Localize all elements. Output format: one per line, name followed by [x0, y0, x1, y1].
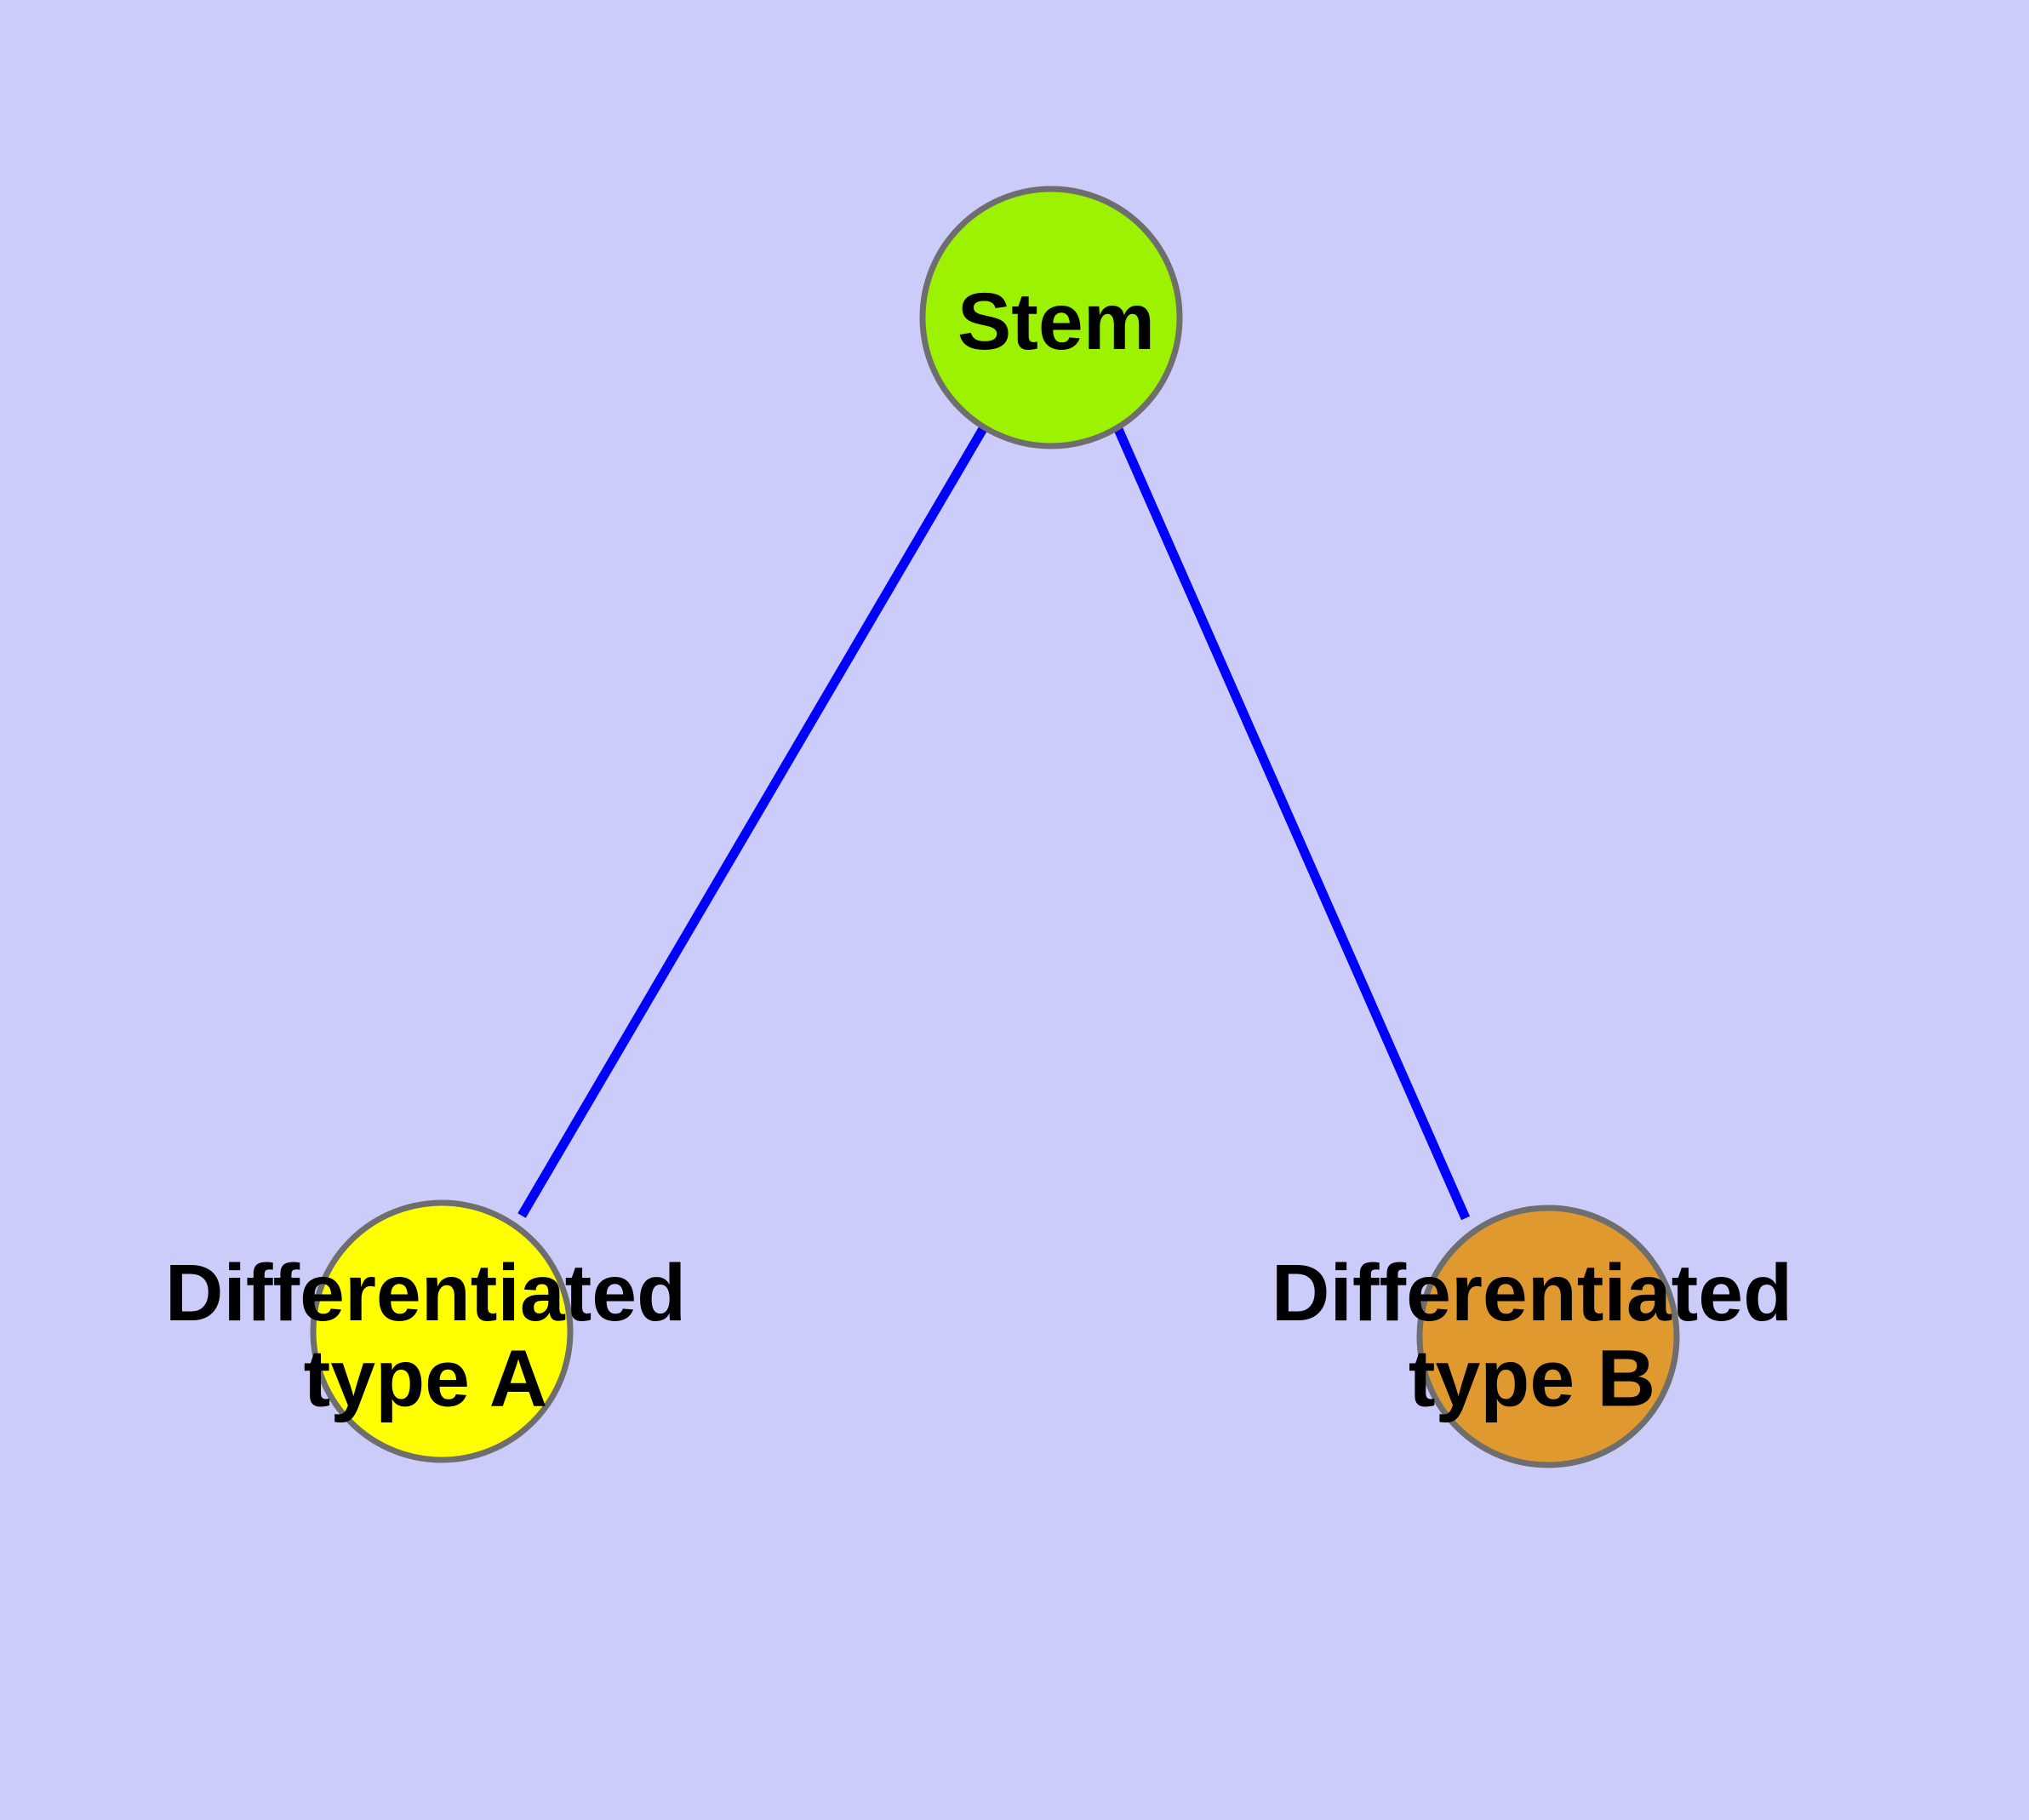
nodes-layer: [310, 186, 1680, 1468]
edge-stem-to-diff-b[interactable]: [1112, 425, 1471, 1221]
node-label-line: type B: [1409, 1334, 1655, 1424]
node-stem[interactable]: [919, 186, 1183, 449]
node-label-line: type A: [304, 1334, 548, 1424]
node-label-line: Differentiated: [165, 1248, 686, 1338]
node-diff-b[interactable]: [1416, 1205, 1680, 1468]
node-diff-a[interactable]: [310, 1199, 574, 1463]
edge-stem-to-diff-a[interactable]: [517, 425, 988, 1218]
edges-layer: [517, 425, 1471, 1221]
node-label-line: Stem: [957, 277, 1155, 367]
node-label-line: Differentiated: [1272, 1248, 1792, 1338]
node-label-stem: Stem: [957, 277, 1155, 367]
